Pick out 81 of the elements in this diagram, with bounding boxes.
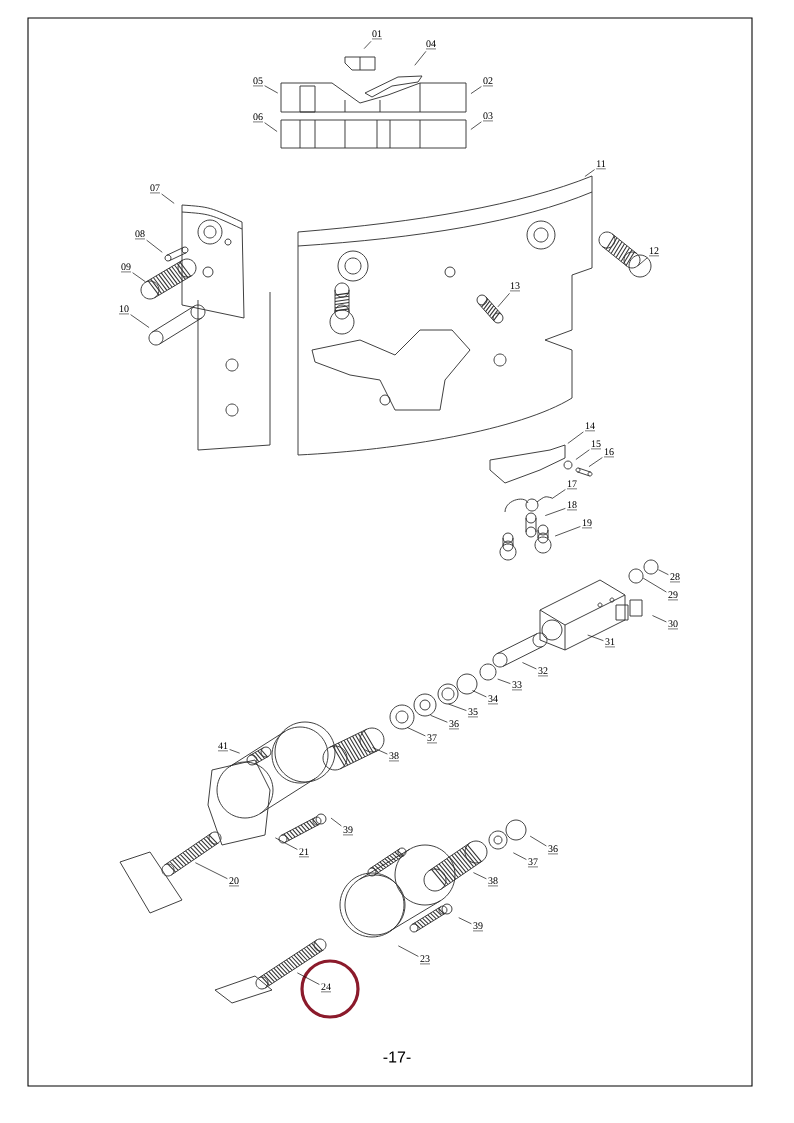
callout-number: 37 <box>527 858 539 868</box>
leader-line <box>330 817 342 827</box>
leader-line <box>274 837 298 850</box>
callout-number: 30 <box>667 620 679 630</box>
callout-number: 05 <box>252 77 264 87</box>
callout-number: 04 <box>425 40 437 50</box>
callout-number: 24 <box>320 983 332 993</box>
leader-line <box>551 489 566 499</box>
leader-line <box>584 169 595 177</box>
leader-line <box>588 457 603 467</box>
leader-line <box>229 749 241 754</box>
leader-line <box>497 678 511 684</box>
callout-number: 23 <box>419 955 431 965</box>
page-number: -17- <box>383 1051 411 1063</box>
leader-line <box>132 272 146 282</box>
callout-number: 03 <box>482 112 494 122</box>
callout-number: 38 <box>388 752 400 762</box>
callout-number: 10 <box>118 305 130 315</box>
leader-line <box>522 662 537 670</box>
callout-number: 08 <box>134 230 146 240</box>
leader-line <box>554 526 581 537</box>
callout-number: 19 <box>581 519 593 529</box>
leader-line <box>544 508 566 516</box>
leader-line <box>473 872 487 880</box>
callout-number: 01 <box>371 30 383 40</box>
leader-line <box>529 835 547 847</box>
callout-number: 14 <box>584 422 596 432</box>
callout-number: 35 <box>467 708 479 718</box>
leader-line <box>567 431 584 444</box>
callout-number: 36 <box>448 720 460 730</box>
leader-line <box>161 193 175 204</box>
leader-line <box>407 727 426 737</box>
callout-number: 13 <box>509 282 521 292</box>
callout-number: 31 <box>604 638 616 648</box>
leader-line <box>372 747 388 755</box>
leader-line <box>264 85 279 94</box>
callout-number: 02 <box>482 77 494 87</box>
callout-number: 12 <box>648 247 660 257</box>
leader-line <box>296 972 320 985</box>
leader-line <box>414 50 427 66</box>
callout-number: 11 <box>595 160 607 170</box>
callout-number: 15 <box>590 440 602 450</box>
leader-line <box>642 577 667 593</box>
leader-line <box>652 615 667 623</box>
leader-line <box>430 714 448 723</box>
callout-number: 36 <box>547 845 559 855</box>
callout-number: 17 <box>566 480 578 490</box>
callout-number: 09 <box>120 263 132 273</box>
callout-number: 20 <box>228 877 240 887</box>
leader-line <box>146 239 163 253</box>
callout-number: 18 <box>566 501 578 511</box>
callout-number: 16 <box>603 448 615 458</box>
leader-line <box>363 40 372 49</box>
leader-line <box>470 86 482 94</box>
leader-line <box>195 862 228 880</box>
callout-number: 39 <box>472 922 484 932</box>
callout-number: 29 <box>667 591 679 601</box>
callout-number: 34 <box>487 695 499 705</box>
leader-line <box>587 634 604 641</box>
leader-line <box>397 945 419 957</box>
leader-line <box>130 314 150 328</box>
callout-number: 37 <box>426 734 438 744</box>
leader-line <box>458 917 472 925</box>
leader-line <box>658 569 669 576</box>
callout-number: 41 <box>217 742 229 752</box>
leader-line <box>575 449 590 460</box>
leader-line <box>497 292 510 308</box>
leader-line <box>470 121 482 130</box>
callout-number: 33 <box>511 681 523 691</box>
leader-line <box>513 852 527 860</box>
callout-number: 32 <box>537 667 549 677</box>
callout-number: 21 <box>298 848 310 858</box>
callout-number: 28 <box>669 573 681 583</box>
leader-line <box>448 703 467 711</box>
leader-line <box>264 122 278 132</box>
callout-number: 06 <box>252 113 264 123</box>
leader-line <box>472 690 487 698</box>
callout-number: 07 <box>149 184 161 194</box>
leader-line <box>637 257 648 267</box>
callout-number: 38 <box>487 877 499 887</box>
callout-number: 39 <box>342 826 354 836</box>
